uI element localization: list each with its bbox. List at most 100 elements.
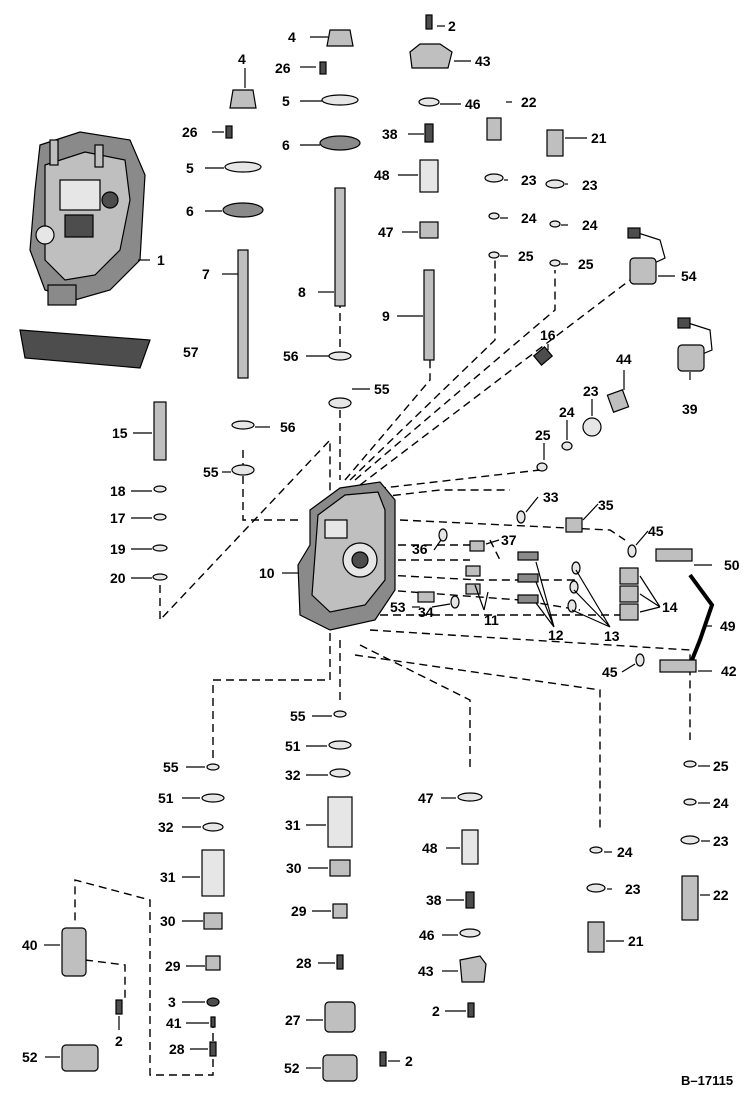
callout-2: 2 [115, 1033, 123, 1049]
plug-part-21b [587, 921, 605, 953]
ring-part-55d [333, 710, 347, 718]
callout-51: 51 [285, 738, 301, 754]
ring-part-25d [683, 760, 697, 768]
pin-part-38b [465, 891, 475, 909]
callout-26: 26 [182, 124, 198, 140]
callout-28: 28 [296, 955, 312, 971]
callout-24: 24 [521, 210, 537, 226]
callout-3: 3 [168, 994, 176, 1010]
callout-45: 45 [648, 523, 664, 539]
callout-50: 50 [724, 557, 740, 573]
callout-25: 25 [518, 248, 534, 264]
document-number: B–17115 [681, 1073, 733, 1088]
callout-24: 24 [713, 795, 729, 811]
callout-6: 6 [282, 137, 290, 153]
callout-9: 9 [382, 308, 390, 324]
spring-part-12c [517, 594, 539, 604]
callout-46: 46 [419, 927, 435, 943]
callout-32: 32 [158, 819, 174, 835]
oring-part-23d [586, 883, 606, 893]
decal-part-57 [19, 329, 151, 369]
callout-29: 29 [291, 903, 307, 919]
callout-22: 22 [713, 887, 729, 903]
valve-part-15 [153, 401, 167, 461]
callout-47: 47 [378, 224, 394, 240]
spring-part-31a [201, 849, 225, 897]
callout-2: 2 [448, 18, 456, 34]
callout-21: 21 [591, 130, 607, 146]
callout-27: 27 [285, 1012, 301, 1028]
screw-part-26b [319, 61, 327, 75]
poppet-part-11b [465, 583, 481, 595]
oring-part-23a [484, 173, 504, 183]
screw-part-2a [425, 14, 433, 30]
ring-part-45a [627, 544, 637, 558]
oring-part-46b [459, 928, 481, 938]
valve-assembly-part-1 [29, 131, 146, 306]
ring-part-33 [516, 510, 526, 524]
callout-1: 1 [157, 252, 165, 268]
flange-part-6a [222, 202, 264, 218]
washer-part-3 [206, 997, 220, 1007]
callout-37: 37 [501, 532, 517, 548]
washer-part-32a [202, 822, 224, 832]
plug-part-22a [486, 117, 502, 141]
callout-11: 11 [484, 612, 499, 628]
screw-part-26a [225, 125, 233, 139]
ring-part-34 [450, 595, 460, 609]
ring-part-25a [488, 251, 500, 259]
pin-part-41 [210, 1016, 216, 1028]
callout-24: 24 [559, 404, 575, 420]
callout-2: 2 [432, 1003, 440, 1019]
washer-part-32b [329, 768, 351, 778]
callout-53: 53 [390, 599, 406, 615]
callout-49: 49 [720, 618, 736, 634]
callout-34: 34 [418, 604, 434, 620]
bolt-part-29b [332, 903, 348, 919]
fitting-part-42 [659, 659, 697, 673]
ring-part-25b [549, 259, 561, 267]
callout-40: 40 [22, 937, 38, 953]
callout-54: 54 [681, 268, 697, 284]
flange-part-5b [321, 94, 359, 106]
pin-part-38a [424, 123, 434, 143]
callout-23: 23 [583, 383, 599, 399]
tube-part-49 [688, 573, 715, 661]
oring-part-23e [680, 835, 700, 845]
retainer-part-47b [457, 792, 483, 802]
cap-part-4a [229, 89, 257, 109]
callout-12: 12 [548, 627, 564, 643]
callout-38: 38 [426, 892, 442, 908]
callout-57: 57 [183, 344, 199, 360]
connector-part-39 [677, 317, 713, 372]
callout-13: 13 [604, 628, 620, 644]
callout-17: 17 [110, 510, 126, 526]
ring-part-13a [571, 561, 581, 575]
plug-part-22b [681, 875, 699, 921]
callout-52: 52 [284, 1060, 300, 1076]
bolt-part-29a [205, 955, 221, 971]
poppet-part-37 [469, 540, 485, 552]
callout-48: 48 [422, 840, 438, 856]
ring-part-13c [567, 599, 577, 613]
screw-part-28b [336, 954, 344, 970]
callout-4: 4 [288, 29, 296, 45]
ring-part-19 [152, 544, 168, 552]
cover-part-43b [459, 955, 487, 983]
callout-28: 28 [169, 1041, 185, 1057]
ring-part-55a [231, 464, 255, 476]
ring-part-18 [153, 485, 167, 493]
callout-30: 30 [286, 860, 302, 876]
spool-part-7 [237, 249, 249, 379]
cap-part-4b [326, 29, 354, 47]
callout-55: 55 [374, 381, 390, 397]
ring-part-20 [152, 573, 168, 581]
spool-part-9 [423, 269, 435, 361]
washer-part-51b [328, 740, 352, 750]
callout-42: 42 [721, 663, 737, 679]
callout-32: 32 [285, 767, 301, 783]
callout-19: 19 [110, 541, 126, 557]
spring-part-31b [327, 796, 353, 848]
ring-part-24c [561, 441, 573, 451]
